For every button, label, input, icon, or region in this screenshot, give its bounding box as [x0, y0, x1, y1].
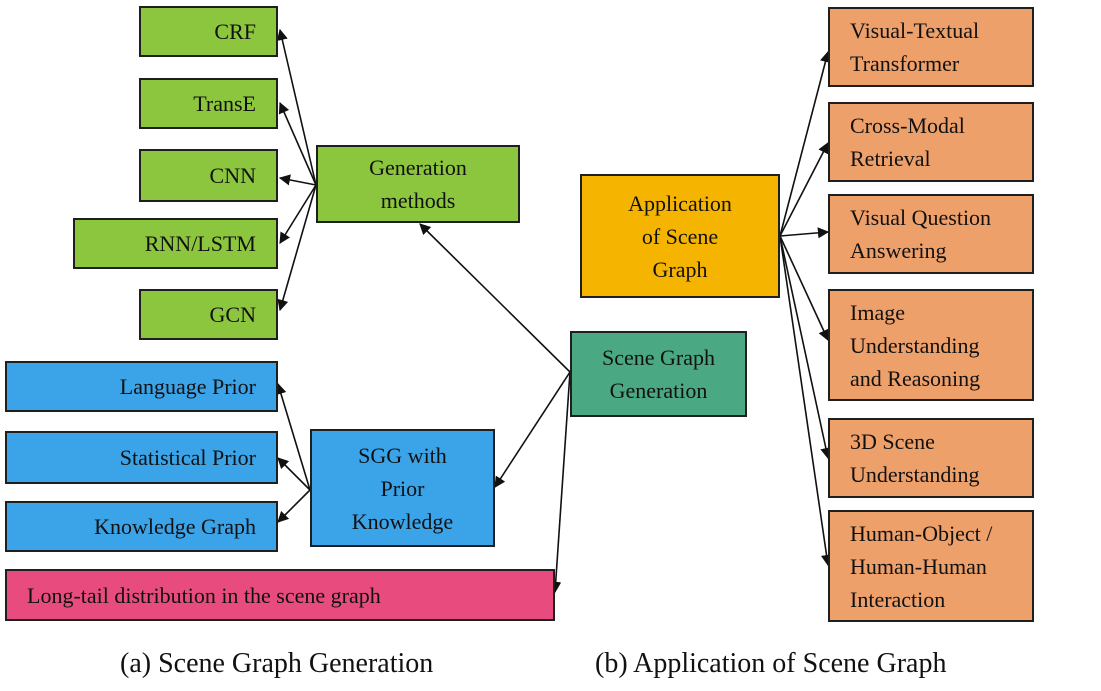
- arrow-sgg-longtail: [550, 371, 571, 594]
- app-item-visual-question-answering: Visual Question Answering: [828, 194, 1034, 274]
- arrow-app-1: [779, 50, 831, 237]
- arrow-sgg-prior: [494, 371, 571, 488]
- app-item-image-understanding: Image Understanding and Reasoning: [828, 289, 1034, 401]
- method-box-crf: CRF: [139, 6, 278, 57]
- caption-a: (a) Scene Graph Generation: [120, 648, 434, 679]
- application-hub: Application of Scene Graph: [580, 174, 780, 298]
- caption-b: (b) Application of Scene Graph: [595, 648, 947, 679]
- arrow-methods-rnn: [279, 184, 317, 244]
- prior-box-statistical: Statistical Prior: [5, 431, 278, 484]
- arrow-methods-crf: [276, 28, 317, 186]
- arrow-app-3: [779, 227, 830, 239]
- app-item-3d-scene-understanding: 3D Scene Understanding: [828, 418, 1034, 498]
- arrow-sgg-methods: [419, 223, 571, 373]
- arrow-methods-cnn: [278, 174, 317, 186]
- long-tail-box: Long-tail distribution in the scene grap…: [5, 569, 555, 621]
- arrow-methods-gcn: [277, 184, 317, 312]
- scene-graph-generation-hub: Scene Graph Generation: [570, 331, 747, 417]
- prior-box-knowledge-graph: Knowledge Graph: [5, 501, 278, 552]
- generation-methods-hub: Generation methods: [316, 145, 520, 223]
- arrow-prior-knowledge: [277, 489, 311, 523]
- app-item-cross-modal-retrieval: Cross-Modal Retrieval: [828, 102, 1034, 182]
- arrow-prior-language: [275, 382, 311, 491]
- prior-box-language: Language Prior: [5, 361, 278, 412]
- arrow-app-4: [779, 235, 829, 342]
- app-item-human-interaction: Human-Object / Human-Human Interaction: [828, 510, 1034, 622]
- method-box-transe: TransE: [139, 78, 278, 129]
- arrow-app-5: [779, 235, 832, 460]
- arrow-prior-statistical: [277, 457, 311, 491]
- method-box-gcn: GCN: [139, 289, 278, 340]
- method-box-cnn: CNN: [139, 149, 278, 202]
- app-item-visual-textual-transformer: Visual-Textual Transformer: [828, 7, 1034, 87]
- method-box-rnn-lstm: RNN/LSTM: [73, 218, 278, 269]
- arrow-app-6: [779, 235, 833, 567]
- arrow-app-2: [779, 142, 829, 237]
- arrow-methods-transe: [278, 101, 317, 186]
- prior-knowledge-hub: SGG with Prior Knowledge: [310, 429, 495, 547]
